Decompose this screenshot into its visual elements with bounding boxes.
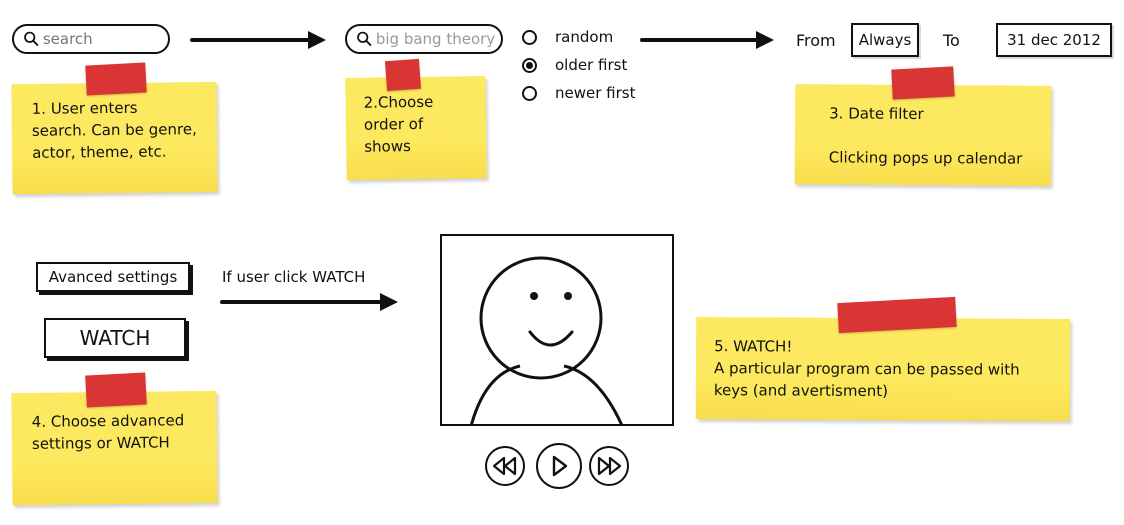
play-icon: [552, 455, 568, 477]
video-player[interactable]: [440, 234, 674, 426]
radio-older-first[interactable]: [522, 57, 537, 73]
note-text: 3. Date filter Clicking pops up calendar: [828, 104, 1023, 168]
radio-newer-first[interactable]: [522, 85, 537, 101]
sticky-note-2: 2.Choose order of shows: [345, 76, 487, 180]
sticky-note-4: 4. Choose advanced settings or WATCH: [11, 390, 218, 506]
search-input-box[interactable]: [12, 24, 170, 54]
sort-option-label: older first: [555, 56, 628, 74]
show-search-box[interactable]: [345, 24, 503, 54]
sort-option-random[interactable]: random: [522, 28, 613, 46]
radio-random[interactable]: [522, 29, 537, 45]
rewind-button[interactable]: [485, 446, 525, 486]
from-date-field[interactable]: Always: [851, 23, 919, 57]
from-label: From: [796, 31, 836, 50]
fast-forward-button[interactable]: [589, 446, 629, 486]
sort-option-older-first[interactable]: older first: [522, 56, 627, 74]
tape: [837, 296, 957, 334]
note-text: 2.Choose order of shows: [363, 92, 434, 156]
rewind-icon: [492, 456, 517, 476]
tape: [85, 372, 147, 408]
fast-forward-icon: [597, 456, 622, 476]
arrow-3: [220, 293, 398, 311]
to-label: To: [943, 31, 960, 50]
smiley-face-icon: [470, 256, 623, 424]
sticky-note-3: 3. Date filter Clicking pops up calendar: [794, 84, 1052, 186]
note-text: 5. WATCH! A particular program can be pa…: [713, 337, 1020, 401]
arrow-label: If user click WATCH: [222, 268, 366, 286]
sort-option-label: random: [555, 28, 614, 46]
to-date-field[interactable]: 31 dec 2012: [996, 23, 1112, 57]
sort-option-newer-first[interactable]: newer first: [522, 84, 635, 102]
play-button[interactable]: [536, 443, 582, 489]
magnifier-icon: [357, 31, 372, 46]
search-input[interactable]: [42, 30, 168, 48]
tape: [891, 66, 955, 100]
magnifier-icon: [24, 31, 39, 46]
tape: [85, 62, 147, 96]
advanced-settings-button[interactable]: Avanced settings: [36, 262, 190, 292]
note-text: 4. Choose advanced settings or WATCH: [31, 411, 185, 453]
arrow-1: [190, 31, 326, 49]
arrow-2: [640, 31, 774, 49]
show-search-input[interactable]: [375, 30, 501, 48]
watch-button[interactable]: WATCH: [44, 318, 186, 358]
sticky-note-1: 1. User enters search. Can be genre, act…: [11, 81, 218, 195]
sticky-note-5: 5. WATCH! A particular program can be pa…: [695, 317, 1071, 421]
note-text: 1. User enters search. Can be genre, act…: [31, 98, 197, 162]
tape: [384, 58, 422, 92]
sort-option-label: newer first: [555, 84, 636, 102]
